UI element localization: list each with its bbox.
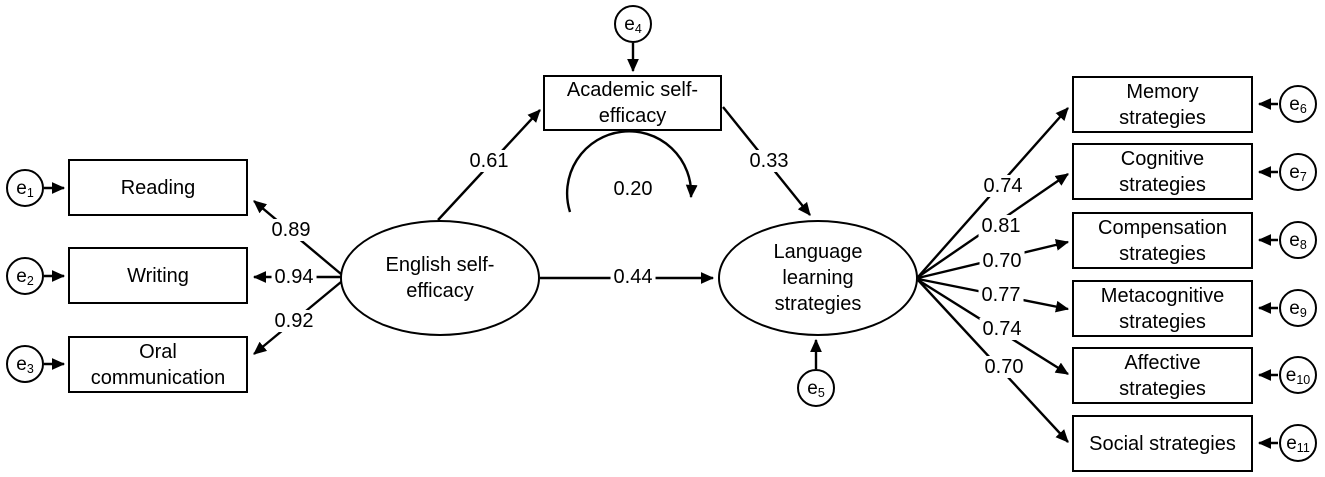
observed-box-oral-communication: Oral communication xyxy=(68,336,248,393)
error-subscript: 5 xyxy=(817,385,825,400)
loading-label-affective: 0.74 xyxy=(979,318,1025,340)
loading-label-cognitive: 0.81 xyxy=(978,215,1024,237)
observed-box-metacognitive-strategies: Metacognitive strategies xyxy=(1072,280,1253,337)
mediator-box-academic-self-efficacy: Academic self- efficacy xyxy=(543,75,722,131)
error-subscript: 7 xyxy=(1299,169,1307,184)
loading-label-reading: 0.89 xyxy=(268,219,314,241)
observed-box-memory-strategies: Memory strategies xyxy=(1072,76,1253,133)
error-subscript: 9 xyxy=(1299,305,1307,320)
latent-ellipse-english-self-efficacy: English self- efficacy xyxy=(340,220,540,336)
error-subscript: 1 xyxy=(26,185,34,200)
error-label: e xyxy=(807,377,818,399)
observed-box-cognitive-strategies: Cognitive strategies xyxy=(1072,143,1253,200)
latent-ellipse-language-learning-strategies: Language learning strategies xyxy=(718,220,918,336)
observed-box-affective-strategies: Affective strategies xyxy=(1072,347,1253,404)
error-subscript: 10 xyxy=(1296,372,1311,387)
error-label: e xyxy=(1285,364,1297,386)
error-subscript: 11 xyxy=(1296,440,1310,455)
error-label: e xyxy=(624,13,635,35)
error-subscript: 6 xyxy=(1299,101,1307,116)
path-label-indirect-effect: 0.20 xyxy=(610,178,656,200)
indirect-effect-arc xyxy=(565,130,698,213)
path-label-english-to-language: 0.44 xyxy=(610,266,656,288)
observed-box-compensation-strategies: Compensation strategies xyxy=(1072,212,1253,269)
path-label-english-to-academic: 0.61 xyxy=(466,150,512,172)
error-subscript: 2 xyxy=(26,273,34,288)
error-label: e xyxy=(16,265,27,287)
loading-label-oral: 0.92 xyxy=(271,310,317,332)
error-label: e xyxy=(1289,93,1300,115)
observed-box-reading: Reading xyxy=(68,159,248,216)
loading-label-writing: 0.94 xyxy=(271,266,317,288)
loading-label-metacognitive: 0.77 xyxy=(978,284,1024,306)
loading-label-compensation: 0.70 xyxy=(979,250,1025,272)
path-label-academic-to-language: 0.33 xyxy=(746,150,792,172)
loading-label-social: 0.70 xyxy=(981,356,1027,378)
error-subscript: 3 xyxy=(26,361,34,376)
loading-label-memory: 0.74 xyxy=(980,175,1026,197)
error-label: e xyxy=(1289,229,1300,251)
error-subscript: 4 xyxy=(634,21,642,36)
error-label: e xyxy=(16,177,27,199)
observed-box-social-strategies: Social strategies xyxy=(1072,415,1253,472)
observed-box-writing: Writing xyxy=(68,247,248,304)
error-label: e xyxy=(16,353,27,375)
error-label: e xyxy=(1286,432,1297,454)
error-label: e xyxy=(1289,161,1300,183)
error-subscript: 8 xyxy=(1299,237,1307,252)
error-label: e xyxy=(1289,297,1300,319)
